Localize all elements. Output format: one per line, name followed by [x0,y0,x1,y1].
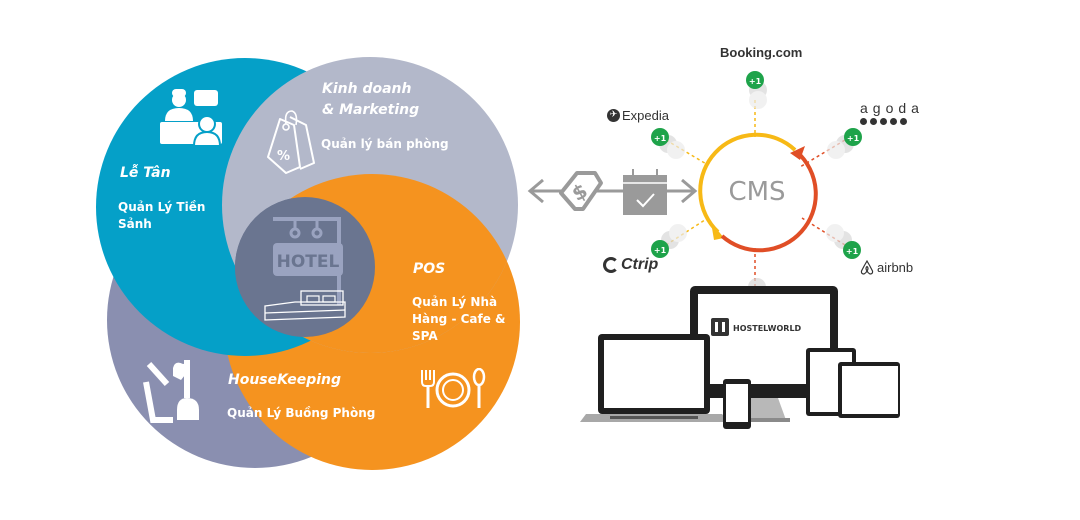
le-tan-title: Lễ Tân [120,165,171,181]
booking-logo: Booking.com [720,45,803,60]
hotel-sign-bed-icon: HOTEL [264,217,346,321]
expedia-logo: ✈ Expedia [607,108,669,123]
housekeeping-title: HouseKeeping [228,372,342,388]
airbnb-logo: airbnb [860,260,913,275]
tablet-landscape [838,362,900,418]
agoda-name: agoda [860,100,924,116]
airbnb-name: airbnb [877,260,914,275]
hostelworld-logo: HOSTELWORLD [711,318,802,336]
svg-text:+1: +1 [654,246,667,255]
ctrip-name: Ctrip [621,256,659,273]
badge-ctrip: +1 [651,240,669,258]
svg-text:+1: +1 [654,134,667,143]
sync-connector: $ [527,169,698,215]
cms-ring-yellow [698,132,797,234]
svg-text:%: % [277,149,290,164]
left-arrow-icon [527,178,544,204]
calendar-check-icon [623,169,667,215]
hostelworld-name: HOSTELWORLD [733,324,802,333]
laptop [580,334,730,422]
pos-title: POS [413,261,446,277]
badge-airbnb: +1 [843,241,861,259]
le-tan-subtitle: Quản Lý Tiền Sảnh [118,200,206,231]
kinh-doanh-title-line1: Kinh doanh [322,81,412,97]
hotel-sign-text: HOTEL [277,252,340,272]
desktop-monitor [690,286,838,422]
badge-expedia: +1 [651,128,669,146]
kinh-doanh-subtitle: Quản lý bán phòng [321,137,449,151]
badge-booking: +1 [746,71,764,89]
cms-ring-red-arrowhead [790,146,805,160]
right-arrow-icon [681,178,698,204]
pos-subtitle: Quản Lý Nhà Hàng - Cafe & SPA [412,295,506,343]
cleaning-bucket-broom-icon [143,360,199,423]
cms-ring-red [720,150,818,253]
kinh-doanh-title-line2: & Marketing [322,102,420,118]
ctrip-logo: Ctrip [603,256,658,274]
expedia-globe-icon: ✈ [607,109,620,122]
housekeeping-subtitle: Quản Lý Buồng Phòng [227,406,376,420]
price-tags-icon: % [267,110,315,174]
svg-text:+1: +1 [846,247,859,256]
fork-plate-spoon-icon [421,368,486,408]
agoda-dots-icon [860,118,924,125]
ctrip-dolphin-icon [603,257,619,273]
devices-illustration: HOSTELWORLD [580,286,900,429]
price-tag-dollar-icon: $ [559,171,603,211]
phone [723,379,751,429]
expedia-name: Expedia [622,108,669,123]
badge-agoda: +1 [844,128,862,146]
reception-desk-icon [160,89,222,147]
cms-ring-yellow-arrowhead [711,222,724,240]
agoda-logo: agoda [860,100,924,125]
airbnb-belo-icon [860,260,874,275]
cms-label: CMS [728,177,785,207]
svg-text:+1: +1 [847,134,860,143]
svg-text:+1: +1 [749,77,762,86]
